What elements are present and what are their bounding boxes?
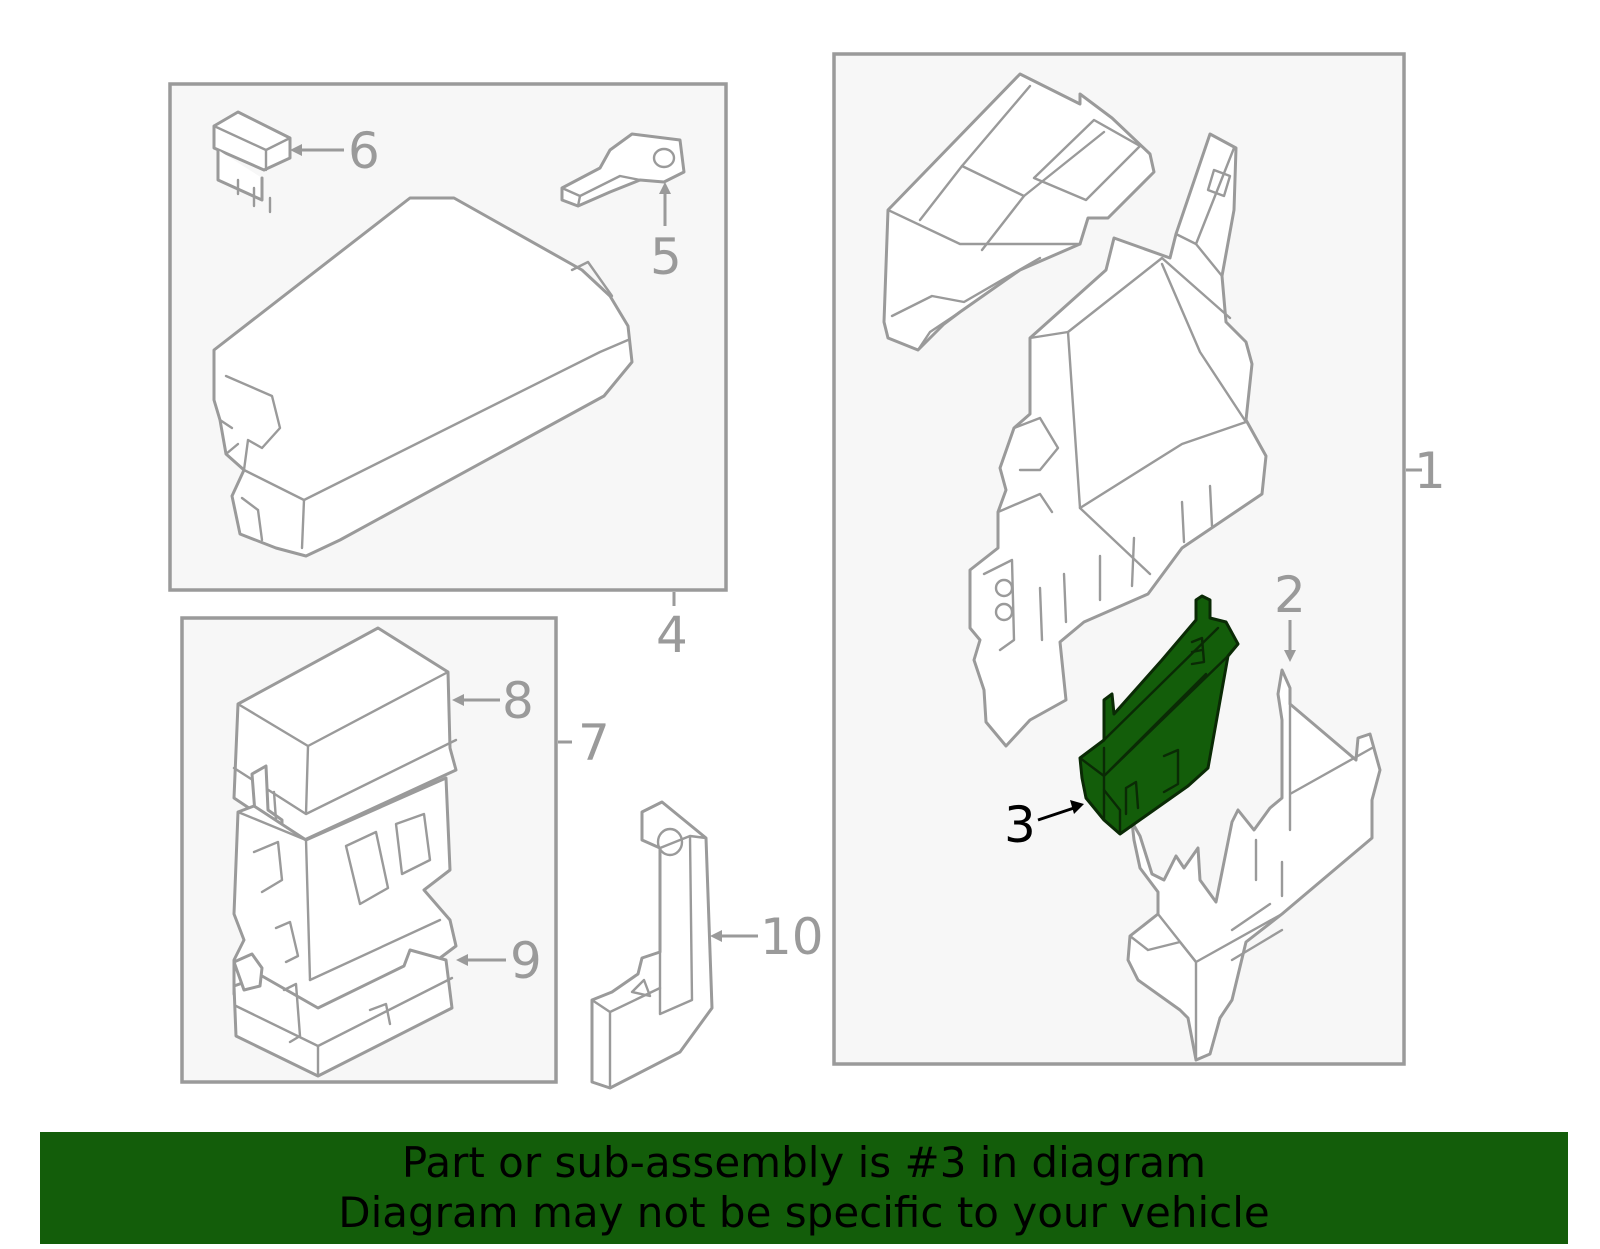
part-1-box-body[interactable] xyxy=(968,132,1268,748)
part-2-side-cover[interactable] xyxy=(1126,668,1382,1062)
arrow-5 xyxy=(659,182,671,194)
callout-lines xyxy=(290,144,1422,966)
callout-2: 2 xyxy=(1274,566,1306,624)
part-5-clip[interactable] xyxy=(560,132,686,208)
arrow-3 xyxy=(1070,800,1084,814)
callout-3: 3 xyxy=(1004,796,1036,854)
part-9-tray[interactable] xyxy=(232,948,454,1078)
callout-5: 5 xyxy=(650,228,682,286)
part-1-top-plate[interactable] xyxy=(882,72,1156,352)
callout-1: 1 xyxy=(1414,442,1446,500)
part-8-lid[interactable] xyxy=(232,626,458,844)
callout-8: 8 xyxy=(502,672,534,730)
arrow-8 xyxy=(452,694,464,706)
group-box-7 xyxy=(180,616,558,1084)
callout-6: 6 xyxy=(348,122,380,180)
arrow-10 xyxy=(710,930,722,942)
banner-line-1: Part or sub-assembly is #3 in diagram xyxy=(401,1138,1207,1187)
part-6-fuse[interactable] xyxy=(212,110,292,214)
arrow-6 xyxy=(290,144,302,156)
info-banner: Part or sub-assembly is #3 in diagram Di… xyxy=(40,1132,1568,1244)
callout-9: 9 xyxy=(510,932,542,990)
callout-4: 4 xyxy=(656,606,688,664)
arrow-9 xyxy=(456,954,468,966)
group-box-4 xyxy=(168,82,728,592)
part-3-fuse-block[interactable] xyxy=(1078,594,1240,836)
callout-10: 10 xyxy=(760,908,824,966)
banner-line-2: Diagram may not be specific to your vehi… xyxy=(338,1188,1270,1237)
callout-7: 7 xyxy=(578,714,610,772)
arrow-2 xyxy=(1284,650,1296,662)
part-4-cover[interactable] xyxy=(212,196,634,558)
group-box-1 xyxy=(832,52,1406,1066)
callout-numbers: 6 5 4 8 7 9 10 1 2 3 xyxy=(348,122,1446,990)
part-10-bracket[interactable] xyxy=(590,800,714,1090)
